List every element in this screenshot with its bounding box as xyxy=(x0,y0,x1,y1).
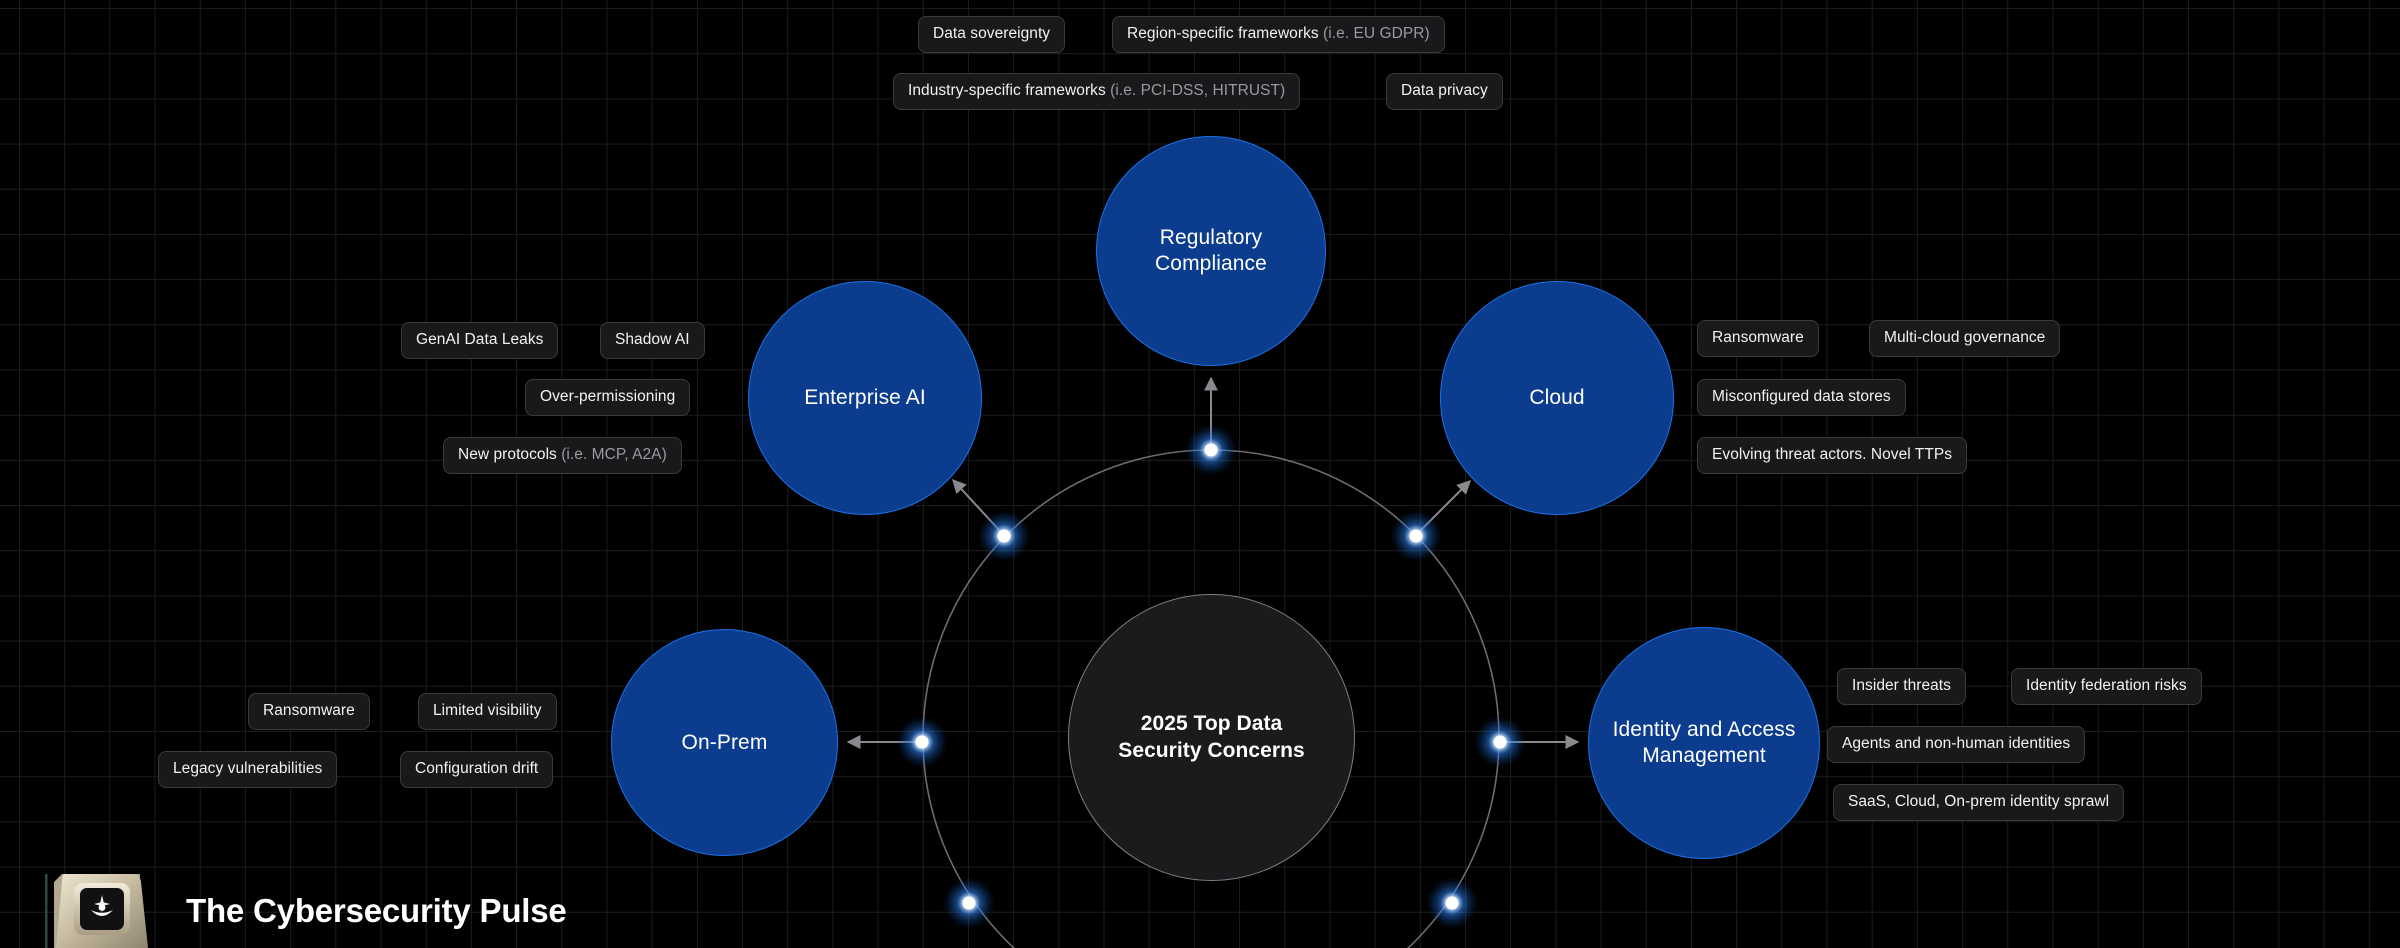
tag-industry-specific-frameworks-text: Industry-specific frameworks xyxy=(908,82,1111,99)
tag-new-protocols[interactable]: New protocols (i.e. MCP, A2A) xyxy=(443,437,682,474)
tag-configuration-drift-text: Configuration drift xyxy=(415,760,539,777)
node-enterprise-ai-label: Enterprise AI xyxy=(804,386,926,410)
tag-new-protocols-example: (i.e. MCP, A2A) xyxy=(561,446,667,463)
node-regulatory-compliance-label: Regulatory Compliance xyxy=(1155,226,1267,275)
tag-misconfigured-data-stores-text: Misconfigured data stores xyxy=(1712,388,1891,405)
tag-data-sovereignty[interactable]: Data sovereignty xyxy=(918,16,1066,53)
tag-industry-specific-frameworks-example: (i.e. PCI-DSS, HITRUST) xyxy=(1110,82,1286,99)
tag-over-permissioning-text: Over-permissioning xyxy=(540,388,676,405)
tag-agents-and-non-human-identities-text: Agents and non-human identities xyxy=(1842,735,2071,752)
tag-evolving-threat-actors[interactable]: Evolving threat actors. Novel TTPs xyxy=(1697,437,1968,474)
tag-agents-and-non-human-identities[interactable]: Agents and non-human identities xyxy=(1827,726,2086,763)
tag-region-specific-frameworks-example: (i.e. EU GDPR) xyxy=(1323,25,1430,42)
tag-onprem-ransomware-text: Ransomware xyxy=(263,702,355,719)
tag-identity-federation-risks[interactable]: Identity federation risks xyxy=(2011,668,2202,705)
tag-limited-visibility[interactable]: Limited visibility xyxy=(418,693,557,730)
tag-data-privacy[interactable]: Data privacy xyxy=(1386,73,1503,110)
node-core-label: 2025 Top Data Security Concerns xyxy=(1118,712,1305,762)
tag-misconfigured-data-stores[interactable]: Misconfigured data stores xyxy=(1697,379,1906,416)
tag-cloud-ransomware[interactable]: Ransomware xyxy=(1697,320,1819,357)
tag-data-privacy-text: Data privacy xyxy=(1401,82,1488,99)
tag-saas-cloud-onprem-identity-sprawl[interactable]: SaaS, Cloud, On-prem identity sprawl xyxy=(1833,784,2125,821)
tag-legacy-vulnerabilities-text: Legacy vulnerabilities xyxy=(173,760,323,777)
node-enterprise-ai[interactable]: Enterprise AI xyxy=(748,281,982,515)
brand-name: The Cybersecurity Pulse xyxy=(186,892,567,929)
tag-limited-visibility-text: Limited visibility xyxy=(433,702,542,719)
tag-data-sovereignty-text: Data sovereignty xyxy=(933,25,1051,42)
node-on-prem-label: On-Prem xyxy=(681,730,768,754)
tag-shadow-ai-text: Shadow AI xyxy=(615,331,690,348)
tag-identity-federation-risks-text: Identity federation risks xyxy=(2026,677,2187,694)
tag-genai-data-leaks-text: GenAI Data Leaks xyxy=(416,331,544,348)
tag-saas-cloud-onprem-identity-sprawl-text: SaaS, Cloud, On-prem identity sprawl xyxy=(1848,793,2110,810)
tag-genai-data-leaks[interactable]: GenAI Data Leaks xyxy=(401,322,559,359)
tag-industry-specific-frameworks[interactable]: Industry-specific frameworks (i.e. PCI-D… xyxy=(893,73,1301,110)
node-iam-label: Identity and Access Management xyxy=(1612,718,1796,767)
tag-multi-cloud-governance[interactable]: Multi-cloud governance xyxy=(1869,320,2061,357)
tag-over-permissioning[interactable]: Over-permissioning xyxy=(525,379,691,416)
tag-region-specific-frameworks[interactable]: Region-specific frameworks (i.e. EU GDPR… xyxy=(1112,16,1445,53)
branding-bar: The Cybersecurity Pulse xyxy=(28,852,567,948)
tag-evolving-threat-actors-text: Evolving threat actors. Novel TTPs xyxy=(1712,446,1953,463)
node-regulatory-compliance[interactable]: Regulatory Compliance xyxy=(1096,136,1326,366)
node-on-prem[interactable]: On-Prem xyxy=(611,629,838,856)
tag-legacy-vulnerabilities[interactable]: Legacy vulnerabilities xyxy=(158,751,338,788)
tag-onprem-ransomware[interactable]: Ransomware xyxy=(248,693,370,730)
retro-crt-monitor-eye-icon xyxy=(45,874,148,948)
node-cloud[interactable]: Cloud xyxy=(1440,281,1674,515)
tag-new-protocols-text: New protocols xyxy=(458,446,562,463)
tag-insider-threats-text: Insider threats xyxy=(1852,677,1951,694)
node-identity-and-access-management[interactable]: Identity and Access Management xyxy=(1588,627,1820,859)
tag-insider-threats[interactable]: Insider threats xyxy=(1837,668,1966,705)
tag-region-specific-frameworks-text: Region-specific frameworks xyxy=(1127,25,1324,42)
tag-cloud-ransomware-text: Ransomware xyxy=(1712,329,1804,346)
tag-multi-cloud-governance-text: Multi-cloud governance xyxy=(1884,329,2046,346)
tag-shadow-ai[interactable]: Shadow AI xyxy=(600,322,705,359)
node-cloud-label: Cloud xyxy=(1529,386,1585,410)
tag-configuration-drift[interactable]: Configuration drift xyxy=(400,751,554,788)
node-core-2025-top-data-security-concerns[interactable]: 2025 Top Data Security Concerns xyxy=(1068,594,1355,881)
